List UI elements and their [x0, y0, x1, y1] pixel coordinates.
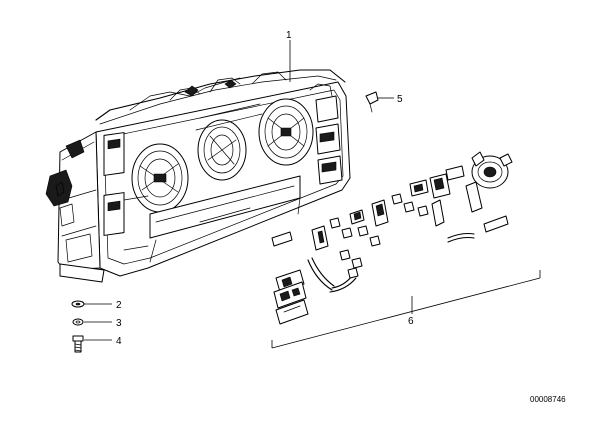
control-panel-housing [45, 69, 351, 283]
washer-part-3 [72, 318, 84, 326]
clip-part-5 [365, 91, 379, 113]
right-dial [258, 98, 314, 166]
knob-set-part-6 [271, 151, 513, 325]
callout-3: 3 [116, 318, 122, 329]
document-number: 00008746 [530, 395, 566, 404]
screw-part-4 [72, 335, 84, 353]
callout-4: 4 [116, 336, 122, 347]
callout-2: 2 [116, 300, 122, 311]
center-dial [197, 119, 247, 181]
callout-5: 5 [397, 94, 403, 105]
left-dial [131, 143, 189, 213]
leader-lines [84, 40, 541, 349]
callout-6: 6 [408, 316, 414, 327]
washer-part-2 [71, 300, 85, 308]
callout-1: 1 [286, 30, 292, 41]
